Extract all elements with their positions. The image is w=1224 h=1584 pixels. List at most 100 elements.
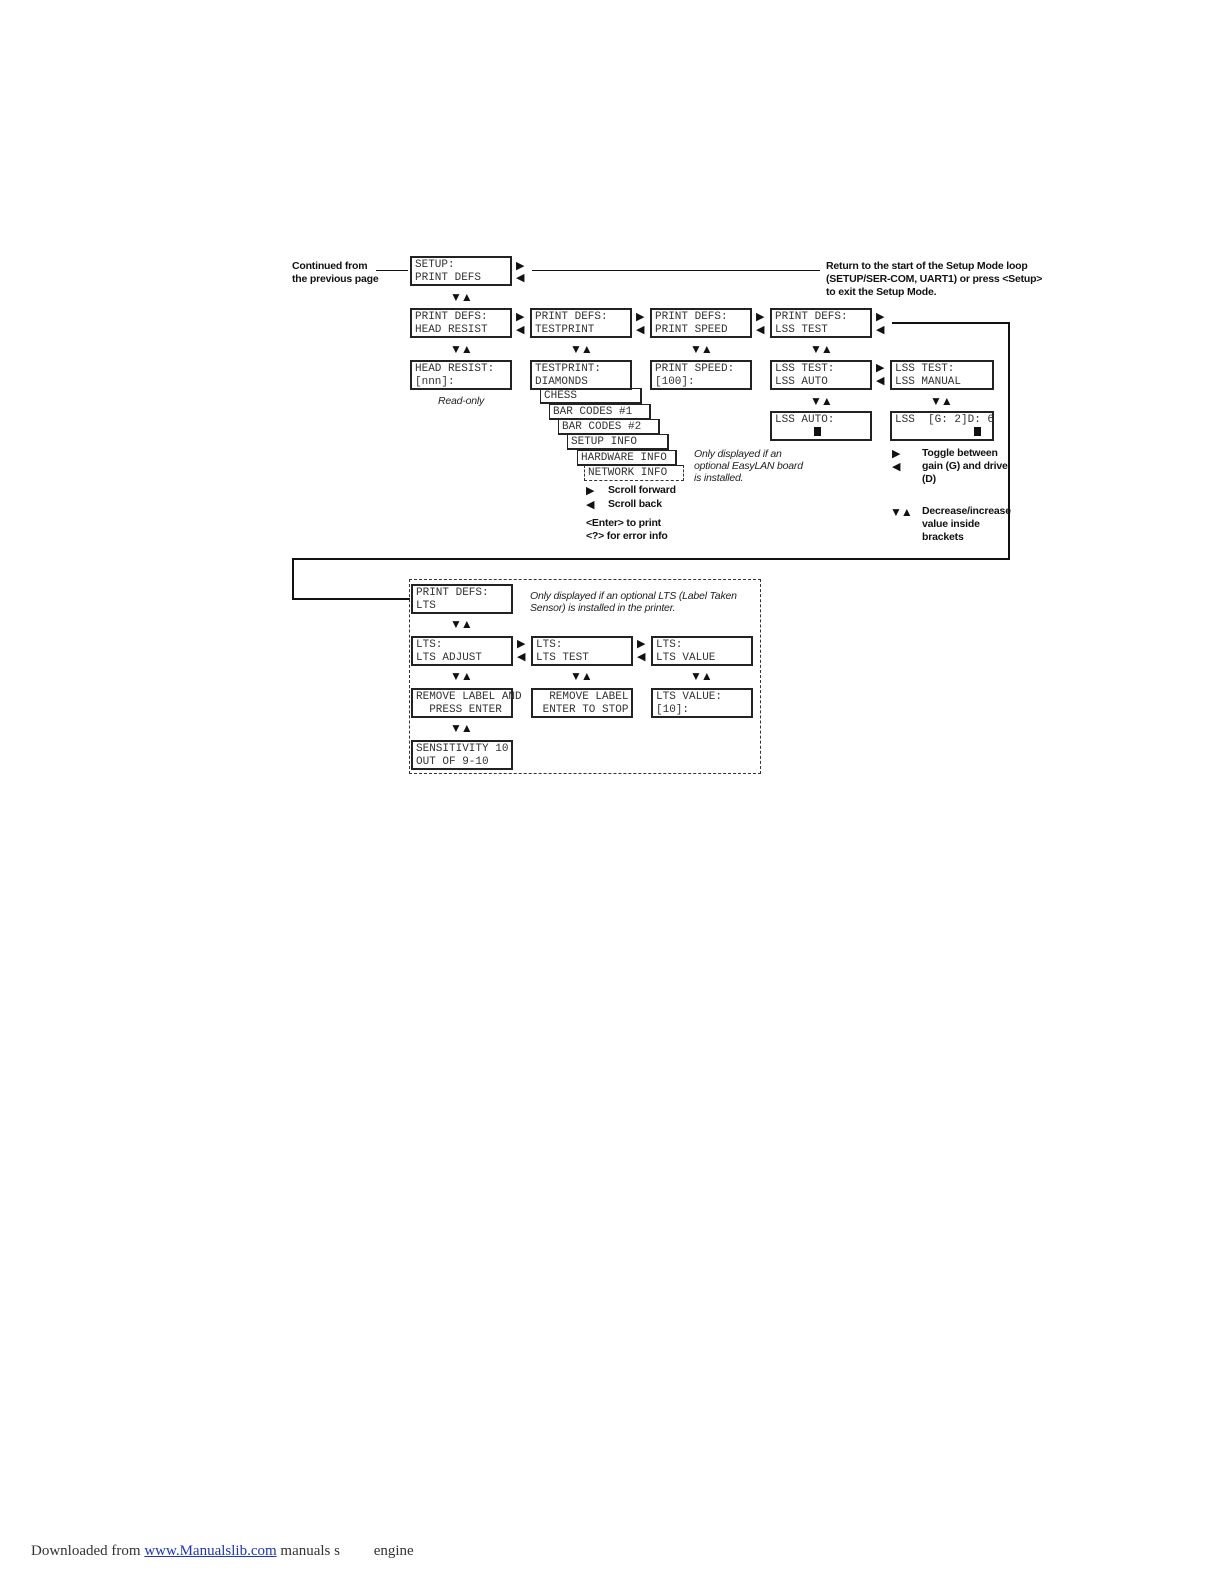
arrow-left-icon: ◀: [637, 651, 646, 663]
arrow-right-icon: ▶: [876, 311, 885, 323]
display-line: PRINT DEFS: [415, 271, 482, 284]
arrow-right-icon: ▶: [586, 485, 595, 497]
arrow-left-icon: ◀: [876, 375, 885, 387]
display-line: TESTPRINT: [535, 323, 595, 336]
updown-arrows-icon: ▼▲: [450, 721, 473, 735]
arrow-left-icon: ◀: [517, 651, 526, 663]
lts-note: Only displayed if an optional LTS (Label…: [530, 590, 737, 614]
display-lss-test-manual: LSS TEST:LSS MANUAL: [890, 360, 994, 390]
toggle-gain-label: Toggle between gain (G) and drive (D): [922, 447, 1008, 485]
lts-optional-section: [409, 579, 761, 774]
footer: Downloaded from www.Manualslib.com manua…: [31, 1543, 414, 1560]
updown-arrows-icon: ▼▲: [810, 342, 833, 356]
arrow-right-icon: ▶: [892, 448, 901, 460]
display-line: LTS ADJUST: [416, 651, 483, 664]
testprint-option: BAR CODES #1: [549, 404, 651, 420]
updown-arrows-icon: ▼▲: [450, 669, 473, 683]
display-line: LTS: [416, 599, 436, 612]
testprint-option: CHESS: [540, 388, 642, 404]
cursor-block: [814, 427, 821, 436]
loop-line-top: [892, 322, 1010, 324]
display-line: PRESS ENTER: [416, 703, 502, 716]
display-print-defs-print-speed: PRINT DEFS:PRINT SPEED: [650, 308, 752, 338]
updown-arrows-icon: ▼▲: [450, 342, 473, 356]
display-lss-auto-value: LSS AUTO:: [770, 411, 872, 441]
display-line: LTS:: [416, 639, 443, 651]
display-line: PRINT DEFS:: [535, 311, 608, 323]
display-line: LSS TEST:: [895, 363, 955, 375]
updown-arrows-icon: ▼▲: [570, 342, 593, 356]
display-line: LSS TEST: [775, 323, 828, 336]
loop-line-bottom: [292, 558, 1010, 560]
testprint-option: HARDWARE INFO: [577, 450, 677, 466]
display-line: TESTPRINT:: [535, 363, 602, 375]
display-print-defs-lts: PRINT DEFS:LTS: [411, 584, 513, 614]
display-line: PRINT DEFS:: [415, 311, 488, 323]
decrease-increase-label: Decrease/increase value inside brackets: [922, 505, 1011, 543]
display-line: [10]:: [656, 703, 690, 716]
updown-arrows-icon: ▼▲: [690, 669, 713, 683]
display-setup-print-defs: SETUP:PRINT DEFS: [410, 256, 512, 286]
updown-arrows-icon: ▼▲: [570, 669, 593, 683]
display-line: PRINT SPEED:: [655, 363, 735, 375]
arrow-right-icon: ▶: [636, 311, 645, 323]
display-remove-label-press-enter: REMOVE LABEL AND PRESS ENTER: [411, 688, 522, 718]
testprint-option: NETWORK INFO: [584, 465, 684, 481]
display-line: SETUP:: [415, 259, 455, 271]
display-line: LTS:: [656, 639, 683, 651]
display-line: [100]:: [655, 375, 695, 388]
arrow-right-icon: ▶: [756, 311, 765, 323]
display-line: PRINT DEFS:: [416, 587, 489, 599]
arrow-right-icon: ▶: [516, 260, 525, 272]
display-print-defs-head-resist: PRINT DEFS:HEAD RESIST: [410, 308, 512, 338]
display-line: PRINT SPEED: [655, 323, 728, 336]
display-line: HEAD RESIST:: [415, 363, 495, 375]
display-print-defs-lss-test: PRINT DEFS:LSS TEST: [770, 308, 872, 338]
display-line: LSS [G: 2]D: 6: [895, 414, 995, 426]
cursor-block: [974, 427, 981, 436]
continued-connector: [376, 270, 408, 271]
footer-prefix: Downloaded from: [31, 1543, 141, 1559]
loop-line-lts: [292, 598, 410, 600]
display-print-speed-value: PRINT SPEED:[100]:: [650, 360, 752, 390]
display-line: SENSITIVITY 10: [416, 743, 509, 755]
testprint-option: SETUP INFO: [567, 434, 669, 450]
display-line: ENTER TO STOP: [536, 703, 629, 716]
scroll-forward-label: Scroll forward: [608, 484, 676, 496]
easylan-note: Only displayed if an optional EasyLAN bo…: [694, 448, 803, 484]
arrow-left-icon: ◀: [876, 324, 885, 336]
display-line: LTS:: [536, 639, 563, 651]
loop-line-right: [1008, 322, 1010, 560]
arrow-right-icon: ▶: [517, 638, 526, 650]
display-line: LSS AUTO:: [775, 414, 835, 426]
arrow-left-icon: ◀: [636, 324, 645, 336]
arrow-right-icon: ▶: [876, 362, 885, 374]
display-line: LTS VALUE:: [656, 691, 723, 703]
footer-link[interactable]: www.Manualslib.com: [144, 1543, 277, 1559]
display-line: REMOVE LABEL: [536, 691, 629, 703]
arrow-left-icon: ◀: [586, 499, 595, 511]
updown-arrows-icon: ▼▲: [930, 394, 953, 408]
arrow-right-icon: ▶: [516, 311, 525, 323]
enter-print-label: <Enter> to print <?> for error info: [586, 517, 668, 542]
scroll-back-label: Scroll back: [608, 498, 662, 510]
updown-arrows-icon: ▼▲: [690, 342, 713, 356]
display-line: LTS VALUE: [656, 651, 716, 664]
display-line: LSS AUTO: [775, 375, 828, 388]
arrow-left-icon: ◀: [516, 324, 525, 336]
display-line: HEAD RESIST: [415, 323, 488, 336]
display-remove-label-enter-stop: REMOVE LABEL ENTER TO STOP: [531, 688, 633, 718]
display-lts-test: LTS:LTS TEST: [531, 636, 633, 666]
return-note: Return to the start of the Setup Mode lo…: [826, 260, 1043, 298]
arrow-left-icon: ◀: [756, 324, 765, 336]
testprint-option: BAR CODES #2: [558, 419, 660, 435]
display-lts-value-input: LTS VALUE:[10]:: [651, 688, 753, 718]
arrow-left-icon: ◀: [516, 272, 525, 284]
display-line: REMOVE LABEL AND: [416, 691, 522, 703]
arrow-left-icon: ◀: [892, 461, 901, 473]
updown-arrows-icon: ▼▲: [450, 290, 473, 304]
display-testprint-diamonds: TESTPRINT:DIAMONDS: [530, 360, 632, 390]
updown-arrows-icon: ▼▲: [890, 505, 913, 519]
updown-arrows-icon: ▼▲: [450, 617, 473, 631]
